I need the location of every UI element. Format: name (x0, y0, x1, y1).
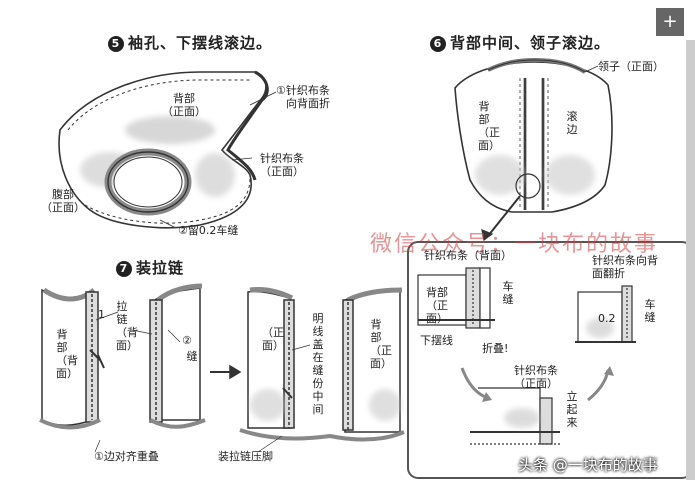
detail-hem-label: 下摆线 (420, 334, 453, 347)
fig7-note-edge: ①边对齐重叠 (94, 450, 159, 463)
fig7-front-label: （正面） (262, 326, 284, 352)
detail-fold-back-label: 针织布条向背 面翻折 (592, 254, 658, 280)
fig5-armhole (104, 148, 192, 216)
step6-title-text: 背部中间、领子滚边。 (450, 34, 611, 52)
fig5-knit-line2: （正面） (260, 165, 304, 178)
fig6-back-label: 背部（正面） (478, 100, 500, 152)
fig5-note1-line2: 向背面折 (286, 97, 330, 110)
fig7-sew-label: 缝 (186, 350, 198, 363)
detail-sew-label: 车缝 (502, 280, 514, 306)
detail-knit-front-line2: （正面） (514, 377, 558, 390)
fig7-marker1: 1 (98, 308, 105, 321)
detail-knit-back-label: 针织布条（背面） (424, 249, 512, 262)
step5-title-text: 袖孔、下摆线滚边。 (128, 34, 273, 52)
detail-back-front-label: 背部 （正面） (420, 286, 454, 325)
fig5-belly-label: 腹部 （正面） (40, 188, 86, 214)
fig5-knit-label: 针织布条 （正面） (252, 152, 312, 178)
detail-artwork (417, 267, 636, 445)
step6-number-badge: 6 (430, 36, 446, 52)
detail-knit-front-line1: 针织布条 (514, 364, 558, 377)
fig5-knit-line1: 针织布条 (260, 152, 304, 165)
fig6-binding-label: 滚边 (566, 110, 578, 136)
detail-knit-front-label: 针织布条 （正面） (506, 364, 566, 390)
fig5-back-line1: 背部 (173, 92, 195, 105)
fig5-belly-line2: （正面） (41, 201, 85, 214)
detail-fold-back-line1: 针织布条向背 (592, 254, 658, 267)
fig7-pointers (94, 311, 311, 453)
fig5-note1-line1: ①针织布条 (276, 84, 330, 97)
fig6-collar-label: 领子（正面） (598, 60, 664, 73)
detail-measure-label: 0.2 (598, 312, 616, 325)
fig5-note1: ①针织布条 向背面折 (276, 84, 330, 110)
detail-fold-label: 折叠! (482, 342, 509, 355)
fig7-back-front-label: 背部（正面） (370, 318, 392, 370)
fig5-back-label: 背部 （正面） (162, 92, 206, 118)
detail-stand-label: 立起来 (566, 390, 578, 429)
fig5-back-line2: （正面） (162, 105, 206, 118)
fig5-pointers (159, 91, 277, 229)
step7-title-text: 装拉链 (136, 259, 185, 277)
fig7-thread-label: 明线盖在缝份中间 (312, 312, 324, 416)
fig7-back-back-label: 背部（背面） (56, 328, 78, 380)
scrollbar[interactable] (686, 40, 695, 480)
fig7-artwork (39, 283, 405, 442)
fig7-zipper-label: 拉链（背面） (116, 300, 138, 352)
fig7-marker2: ② (182, 334, 192, 347)
fig7-note-zip: 装拉链压脚 (218, 450, 273, 463)
step7-number-badge: 7 (116, 261, 132, 277)
watermark: 微信公众号：一块布的故事 (370, 232, 659, 257)
plus-icon[interactable]: + (656, 8, 684, 36)
detail-fold-back-line2: 面翻折 (592, 267, 625, 280)
step5-number-badge: 5 (108, 36, 124, 52)
source-credit: 头条 @一块布的故事 (518, 456, 658, 474)
detail-sew2-label: 车缝 (644, 298, 656, 324)
detail-back-front-line2: （正面） (426, 299, 448, 325)
fig5-note2: ②留0.2车缝 (178, 224, 239, 237)
detail-back-front-line1: 背部 (426, 286, 448, 299)
fig5-belly-line1: 腹部 (52, 188, 74, 201)
fig6-zoom (481, 65, 599, 242)
